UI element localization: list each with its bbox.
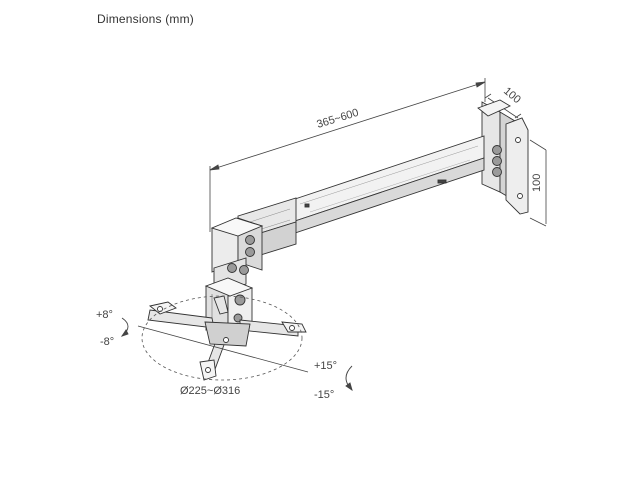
- arm-length-label: 365~600: [315, 107, 360, 131]
- bolt: [492, 167, 502, 177]
- wall-hole: [517, 193, 523, 199]
- mount-diameter-label: Ø225~Ø316: [180, 385, 240, 397]
- page-title: Dimensions (mm): [97, 12, 195, 26]
- bolt: [227, 263, 237, 273]
- screw: [205, 367, 211, 373]
- tilt-minus-label: -8°: [100, 336, 114, 348]
- spider-bracket: [147, 295, 307, 381]
- bolt: [492, 145, 502, 155]
- bracket-height-label: 100: [531, 174, 543, 192]
- elbow-block: [210, 217, 264, 273]
- screw: [223, 337, 229, 343]
- outer-arm-tube: [291, 135, 485, 235]
- bolt: [239, 265, 249, 275]
- swivel-minus-label: -15°: [314, 389, 334, 401]
- diameter-line: [137, 325, 309, 373]
- bolt: [245, 247, 255, 257]
- bracket-height-dimension: [529, 139, 547, 227]
- screw: [289, 325, 295, 331]
- wall-bracket: [477, 99, 529, 215]
- swivel-plus-label: +15°: [314, 360, 337, 372]
- bolt: [245, 235, 255, 245]
- tilt-arrow-icon: [120, 317, 129, 337]
- mount-range-ellipse: [141, 295, 303, 381]
- wall-hole: [515, 137, 521, 143]
- screw: [157, 306, 163, 312]
- tilt-plus-label: +8°: [96, 309, 113, 321]
- bolt: [492, 156, 502, 166]
- swivel-arrow-icon: [345, 365, 353, 392]
